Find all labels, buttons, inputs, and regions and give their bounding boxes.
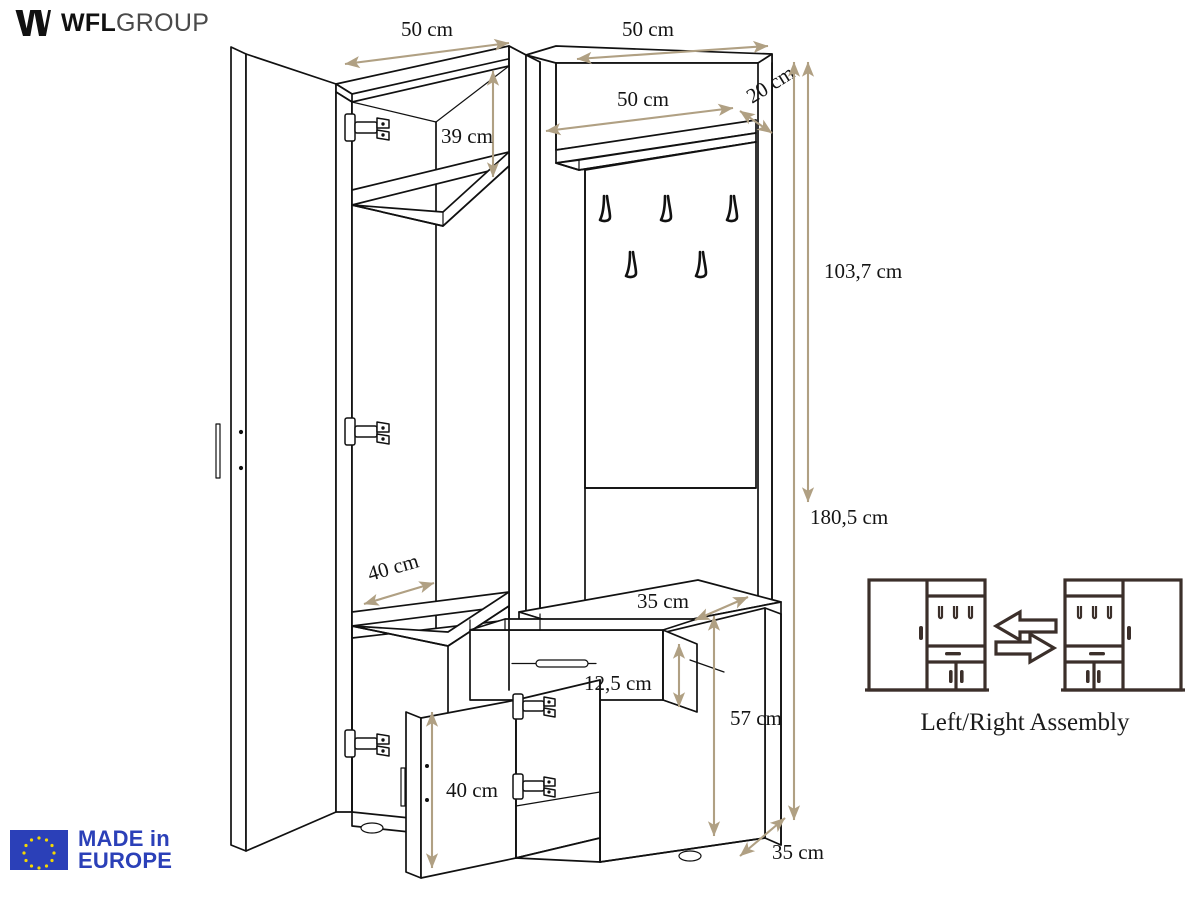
hinge-lower-carcass — [344, 729, 390, 758]
door-handle-lower — [400, 767, 406, 807]
dimension-label-panel-width-top: 50 cm — [622, 17, 674, 41]
dimension-cabinet-width-top: 50 cm — [344, 17, 510, 69]
hinge-middle — [344, 417, 390, 446]
assembly-caption: Left/Right Assembly — [920, 709, 1130, 736]
cabinet-left-config-icon — [865, 578, 989, 692]
dimension-bench-height: 57 cm — [707, 615, 782, 837]
dimension-shelf-width: 50 cm — [545, 87, 734, 136]
eu-badge-line1: MADE in — [78, 826, 170, 851]
cabinet-right-config-icon — [1061, 578, 1185, 692]
brand-logo: WFLGROUP — [14, 8, 209, 38]
hinge-upper — [344, 113, 390, 142]
dimension-upper-compartment-height: 39 cm — [441, 70, 500, 178]
dimension-total-height: 180,5 cm — [787, 61, 888, 821]
dimension-label-upper-compartment-height: 39 cm — [441, 124, 493, 148]
dimension-lower-door-height: 40 cm — [425, 711, 498, 869]
dimension-label-total-height-upper: 103,7 cm — [824, 259, 902, 283]
cabinet-foot-right — [678, 850, 702, 862]
dimension-panel-width-top: 50 cm — [576, 17, 769, 65]
wfl-w-mark-icon — [15, 10, 51, 36]
dimension-label-bench-height: 57 cm — [730, 706, 782, 730]
assembly-illustration — [865, 578, 1185, 692]
dimension-label-total-height: 180,5 cm — [810, 505, 888, 529]
coat-hook-top-1 — [598, 194, 612, 223]
bench-drawer-unit — [469, 579, 782, 863]
dimension-bench-depth: 35 cm — [637, 589, 749, 621]
wardrobe-carcass — [335, 45, 527, 813]
dimension-label-bench-depth: 35 cm — [637, 589, 689, 613]
eu-flag-icon — [10, 830, 68, 871]
coat-hook-top-3 — [725, 194, 739, 223]
lower-cabinet-section — [351, 605, 702, 879]
hinge-door-top — [512, 693, 556, 720]
made-in-europe-badge: MADE in EUROPE — [10, 826, 173, 874]
coat-hook-top-2 — [659, 194, 673, 223]
drawer-handle — [511, 659, 597, 668]
hinge-group — [344, 113, 556, 800]
dimension-base-depth: 35 cm — [739, 817, 824, 864]
eu-badge-line2: EUROPE — [78, 848, 173, 874]
hinge-door-bottom — [512, 773, 556, 800]
double-arrow-swap-icon — [992, 609, 1058, 665]
assembly-option-panel: Left/Right Assembly — [860, 572, 1190, 737]
wardrobe-left-door-open — [215, 46, 337, 852]
dimension-drawer-height: 12,5 cm — [584, 643, 686, 708]
dimension-label-base-depth: 35 cm — [772, 840, 824, 864]
coat-hook-bottom-1 — [624, 250, 638, 279]
cabinet-foot-left — [360, 822, 384, 834]
dimension-label-shelf-width: 50 cm — [617, 87, 669, 111]
door-handle-left — [215, 423, 221, 479]
dimension-label-lower-door-height: 40 cm — [446, 778, 498, 802]
dimension-total-height-upper: 103,7 cm — [801, 61, 902, 503]
brand-name-bold: WFL — [61, 8, 117, 37]
brand-wordmark: WFLGROUP — [61, 8, 210, 37]
brand-name-light: GROUP — [116, 8, 210, 37]
coat-hook-bottom-2 — [694, 250, 708, 279]
dimension-label-drawer-height: 12,5 cm — [584, 671, 652, 695]
eu-badge-text: MADE in EUROPE — [78, 826, 173, 874]
dimension-label-cabinet-width-top: 50 cm — [401, 17, 453, 41]
